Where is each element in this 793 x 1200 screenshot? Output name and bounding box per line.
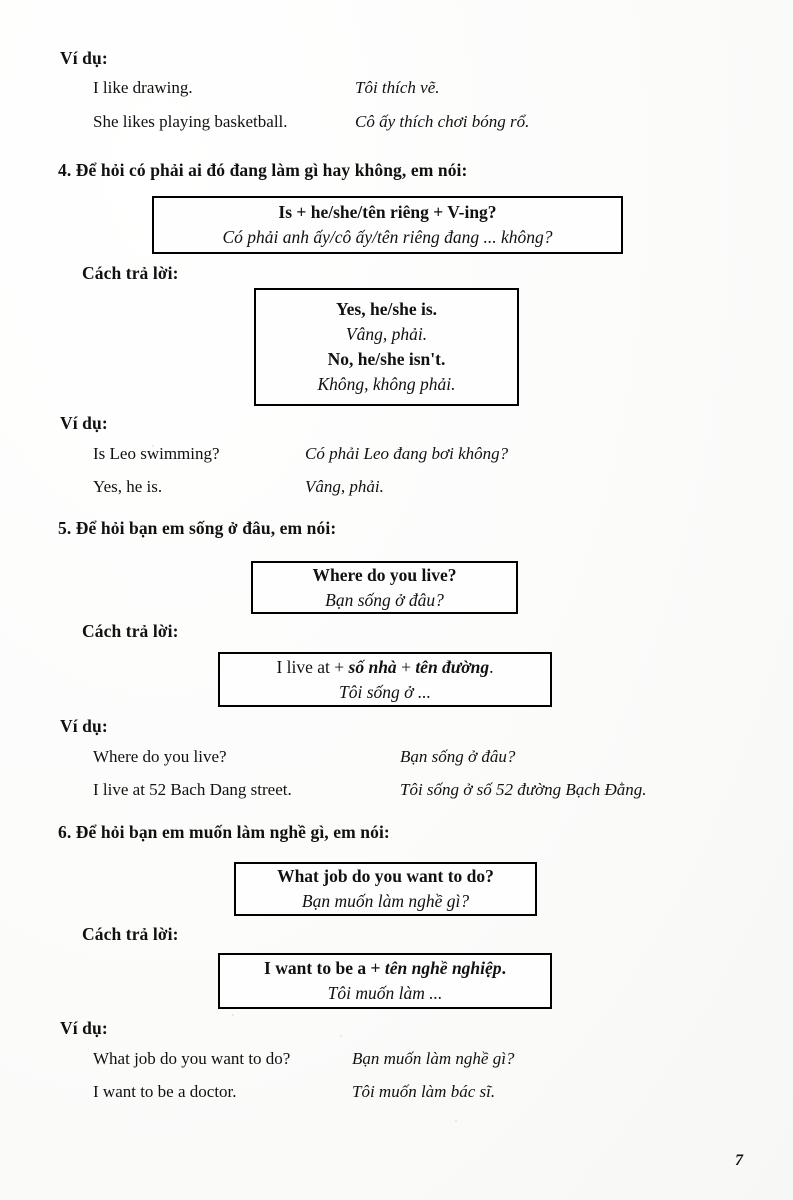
- answer-prefix: I want to be a +: [264, 958, 385, 979]
- pattern-box-vietnamese: Bạn muốn làm nghề gì?: [301, 891, 470, 911]
- example-vietnamese: Tôi muốn làm bác sĩ.: [352, 1082, 496, 1101]
- scan-speckle: [152, 445, 154, 447]
- answer-slot-street-name: tên đường: [415, 656, 490, 677]
- section-heading-6: 6. Để hỏi bạn em muốn làm nghề gì, em nó…: [58, 822, 390, 842]
- example-english: I live at 52 Bach Dang street.: [93, 780, 292, 799]
- pattern-box-english: Is + he/she/tên riêng + V-ing?: [278, 202, 497, 223]
- answer-line-negative-vi: Không, không phải.: [317, 373, 456, 394]
- answer-slot-job-name: tên nghề nghiệp: [384, 958, 502, 979]
- answer-suffix: .: [489, 656, 494, 677]
- answer-line-affirmative-en: Yes, he/she is.: [335, 299, 438, 320]
- example-english: What job do you want to do?: [93, 1049, 291, 1068]
- answer-line-negative-en: No, he/she isn't.: [327, 349, 446, 369]
- example-vietnamese: Bạn muốn làm nghề gì?: [352, 1049, 515, 1068]
- answer-box-vietnamese: Tôi muốn làm ...: [327, 983, 443, 1003]
- example-english: I want to be a doctor.: [93, 1082, 237, 1101]
- example-vietnamese: Có phải Leo đang bơi không?: [305, 444, 509, 463]
- example-vietnamese: Vâng, phải.: [305, 477, 384, 496]
- example-english: Where do you live?: [93, 747, 227, 766]
- answer-suffix: .: [501, 958, 506, 979]
- cach-tra-loi-label-5: Cách trả lời:: [82, 621, 179, 641]
- pattern-box-4: Is + he/she/tên riêng + V-ing? Có phải a…: [152, 196, 623, 254]
- answer-mid: +: [396, 656, 416, 677]
- example-vietnamese: Cô ấy thích chơi bóng rổ.: [355, 112, 530, 131]
- pattern-box-6: What job do you want to do? Bạn muốn làm…: [234, 862, 537, 916]
- scan-speckle: [232, 1014, 234, 1016]
- pattern-box-vietnamese: Bạn sống ở đâu?: [325, 589, 444, 610]
- answer-box-vietnamese: Tôi sống ở ...: [339, 681, 431, 702]
- vi-du-label-5: Ví dụ:: [60, 716, 108, 736]
- example-english: Yes, he is.: [93, 477, 163, 496]
- example-english: She likes playing basketball.: [93, 112, 288, 131]
- example-vietnamese: Bạn sống ở đâu?: [400, 747, 516, 766]
- answer-box-5: I live at + số nhà + tên đường. Tôi sống…: [218, 652, 552, 707]
- cach-tra-loi-label-4: Cách trả lời:: [82, 263, 179, 283]
- vi-du-label-top: Ví dụ:: [60, 48, 108, 68]
- vi-du-label-6: Ví dụ:: [60, 1018, 108, 1038]
- example-vietnamese: Tôi sống ở số 52 đường Bạch Đằng.: [400, 780, 647, 799]
- answer-prefix: I live at +: [276, 656, 349, 677]
- pattern-box-5: Where do you live? Bạn sống ở đâu?: [251, 561, 518, 614]
- vi-du-label-4: Ví dụ:: [60, 413, 108, 433]
- pattern-box-english: Where do you live?: [312, 564, 457, 585]
- example-english: Is Leo swimming?: [93, 444, 220, 463]
- pattern-box-vietnamese: Có phải anh ấy/cô ấy/tên riêng đang ... …: [222, 227, 553, 247]
- cach-tra-loi-label-6: Cách trả lời:: [82, 924, 179, 944]
- answer-box-4: Yes, he/she is. Vâng, phải. No, he/she i…: [254, 288, 519, 406]
- answer-box-english: I want to be a + tên nghề nghiệp.: [264, 956, 506, 981]
- scan-speckle: [455, 1120, 457, 1122]
- example-english: I like drawing.: [93, 78, 193, 97]
- pattern-box-english: What job do you want to do?: [277, 866, 494, 887]
- section-heading-5: 5. Để hỏi bạn em sống ở đâu, em nói:: [58, 518, 337, 538]
- example-vietnamese: Tôi thích vẽ.: [355, 78, 440, 97]
- answer-box-english: I live at + số nhà + tên đường.: [276, 655, 493, 680]
- answer-box-6: I want to be a + tên nghề nghiệp. Tôi mu…: [218, 953, 552, 1009]
- answer-slot-house-number: số nhà: [348, 656, 397, 677]
- section-heading-4: 4. Để hỏi có phải ai đó đang làm gì hay …: [58, 160, 468, 180]
- answer-line-affirmative-vi: Vâng, phải.: [345, 324, 428, 345]
- page-number: 7: [735, 1152, 743, 1169]
- scan-speckle: [340, 1035, 342, 1037]
